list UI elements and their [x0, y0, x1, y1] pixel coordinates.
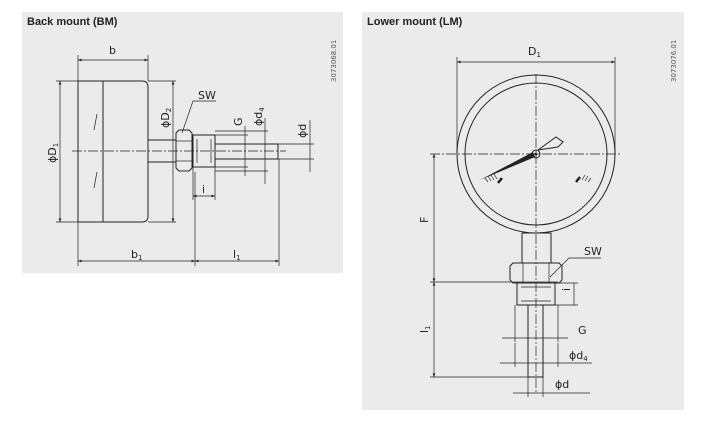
dim-G: G	[232, 117, 245, 126]
dim-i: i	[202, 183, 205, 196]
dim-D2: ϕD2	[159, 108, 173, 128]
dim-l1: l1	[418, 325, 432, 333]
gauge-body	[77, 80, 279, 223]
dim-d4: ϕd4	[569, 349, 588, 363]
dim-d4: ϕd4	[252, 107, 266, 126]
dimensions	[430, 57, 616, 397]
dimensions	[56, 55, 314, 266]
dim-SW: SW	[198, 89, 216, 102]
dim-d: ϕd	[555, 378, 569, 391]
lower-mount-panel: Lower mount (LM)	[362, 12, 684, 410]
drawing-id: 3073076.01	[670, 40, 678, 82]
dim-l1: l1	[233, 248, 241, 262]
dim-D1: D1	[528, 45, 541, 59]
dim-F: F	[418, 217, 431, 223]
lower-mount-title: Lower mount (LM)	[367, 16, 463, 28]
dim-b1: b1	[131, 248, 142, 262]
dim-G: G	[578, 324, 587, 337]
dim-SW: SW	[584, 245, 602, 258]
dim-b: b	[109, 44, 116, 57]
dim-D1: ϕD1	[46, 143, 60, 163]
back-mount-panel: Back mount (BM)	[22, 12, 343, 273]
lower-mount-drawing: D1 F l1 SW i G ϕd4 ϕd 3073076.01	[418, 40, 678, 397]
dial-face	[480, 136, 592, 184]
back-mount-drawing: b ϕD1 ϕD2 SW G ϕd4 ϕd i b1 l1 3073068.01	[46, 40, 338, 266]
dim-i: i	[560, 288, 573, 291]
drawing-id: 3073068.01	[330, 40, 338, 82]
back-mount-title: Back mount (BM)	[27, 16, 118, 28]
dim-d: ϕd	[296, 124, 309, 138]
